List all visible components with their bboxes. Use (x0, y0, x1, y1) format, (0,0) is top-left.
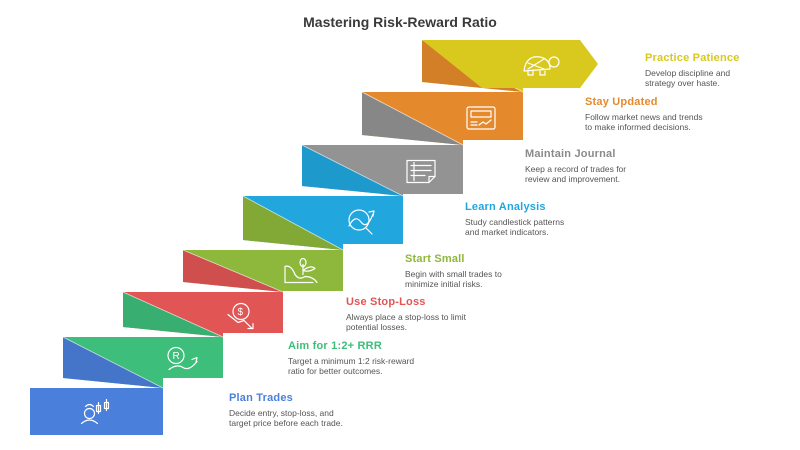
step-title: Start Small (405, 253, 465, 265)
step-label-start-small: Start Small Begin with small trades to m… (405, 253, 555, 289)
journal-icon (406, 159, 436, 184)
step-5 (301, 144, 463, 197)
step-6 (361, 91, 523, 146)
step-label-learn-analysis: Learn Analysis Study candlestick pattern… (465, 201, 615, 237)
step-label-stop-loss: Use Stop-Loss Always place a stop-loss t… (346, 296, 496, 332)
fold-line (242, 195, 344, 251)
step-description: Always place a stop-loss to limit potent… (346, 312, 466, 332)
step-title: Aim for 1:2+ RRR (288, 340, 382, 352)
turtle-icon (523, 56, 560, 76)
step-label-aim-rrr: Aim for 1:2+ RRR Target a minimum 1:2 ri… (288, 340, 438, 376)
step-7 (421, 39, 598, 93)
sprout-icon (284, 257, 318, 284)
fold-line (122, 291, 224, 338)
step-2: $ (122, 291, 283, 338)
step-label-plan-trades: Plan Trades Decide entry, stop-loss, and… (229, 392, 379, 428)
step-4 (242, 195, 403, 251)
step-label-stay-updated: Stay Updated Follow market news and tren… (585, 96, 735, 132)
trader-candlestick-icon (80, 398, 110, 425)
step-front-arrow (422, 40, 598, 88)
step-1: R (62, 336, 223, 389)
news-chart-icon (466, 106, 496, 130)
step-0 (30, 388, 163, 435)
diagram-title: Mastering Risk-Reward Ratio (303, 14, 497, 30)
fold-line (62, 336, 164, 389)
step-title: Maintain Journal (525, 148, 616, 160)
svg-text:R: R (173, 351, 180, 362)
step-title: Plan Trades (229, 392, 293, 404)
fold-line (301, 144, 404, 197)
reward-growth-icon: R (167, 346, 198, 371)
step-description: Study candlestick patterns and market in… (465, 217, 565, 237)
step-description: Follow market news and trends to make in… (585, 112, 703, 132)
fold-line (182, 249, 284, 293)
step-title: Use Stop-Loss (346, 296, 426, 308)
step-title: Learn Analysis (465, 201, 546, 213)
step-description: Begin with small trades to minimize init… (405, 269, 502, 289)
svg-text:$: $ (238, 307, 244, 318)
step-description: Decide entry, stop-loss, and target pric… (229, 408, 343, 428)
fold-line (361, 91, 464, 146)
step-description: Develop discipline and strategy over has… (645, 68, 731, 88)
step-3 (182, 249, 343, 293)
chart-search-icon (348, 209, 375, 235)
step-title: Practice Patience (645, 52, 740, 64)
step-label-maintain-journal: Maintain Journal Keep a record of trades… (525, 148, 675, 184)
step-description: Target a minimum 1:2 risk-reward ratio f… (288, 356, 415, 376)
step-label-practice-patience: Practice Patience Develop discipline and… (645, 52, 795, 88)
dollar-loss-icon: $ (227, 302, 254, 330)
step-title: Stay Updated (585, 96, 658, 108)
step-description: Keep a record of trades for review and i… (525, 164, 627, 184)
